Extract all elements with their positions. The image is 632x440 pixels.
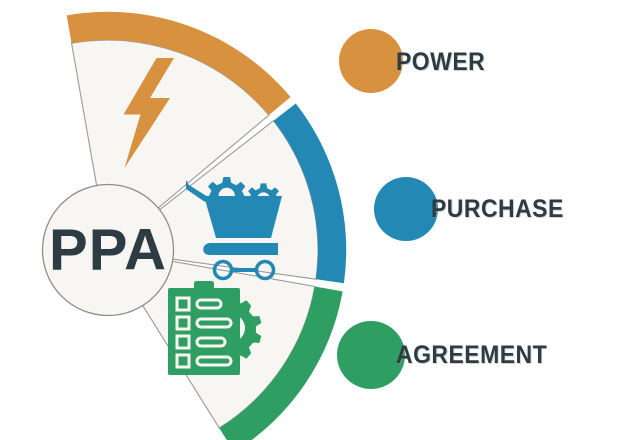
arc-band-purchase[interactable]: [273, 103, 347, 284]
arc-band-group: [66, 11, 347, 440]
lightning-bolt-icon: [123, 58, 174, 168]
cart-basket: [204, 196, 282, 238]
cart-wheel-right: [254, 259, 276, 281]
shopping-cart-gears-icon: [186, 177, 282, 281]
legend-label-agreement[interactable]: AGREEMENT: [396, 341, 548, 369]
cart-wheel-left: [212, 259, 234, 281]
legend-bullets: [337, 29, 438, 389]
legend-label-purchase[interactable]: PURCHASE: [431, 195, 564, 223]
legend-bullet-power[interactable]: [339, 29, 403, 93]
clipboard-checklist-gear-icon: [168, 281, 262, 375]
clipboard-rows: [175, 296, 233, 369]
arc-band-power[interactable]: [66, 11, 291, 116]
acronym-text: PPA: [49, 218, 167, 283]
cart-handle: [186, 180, 208, 202]
arc-band-agreement[interactable]: [219, 286, 343, 440]
center-disc[interactable]: [41, 183, 175, 317]
legend-bullet-agreement[interactable]: [337, 321, 405, 389]
clipboard-clip: [194, 281, 214, 290]
legend-bullet-purchase[interactable]: [374, 177, 438, 241]
legend-label-power[interactable]: POWER: [396, 48, 486, 76]
